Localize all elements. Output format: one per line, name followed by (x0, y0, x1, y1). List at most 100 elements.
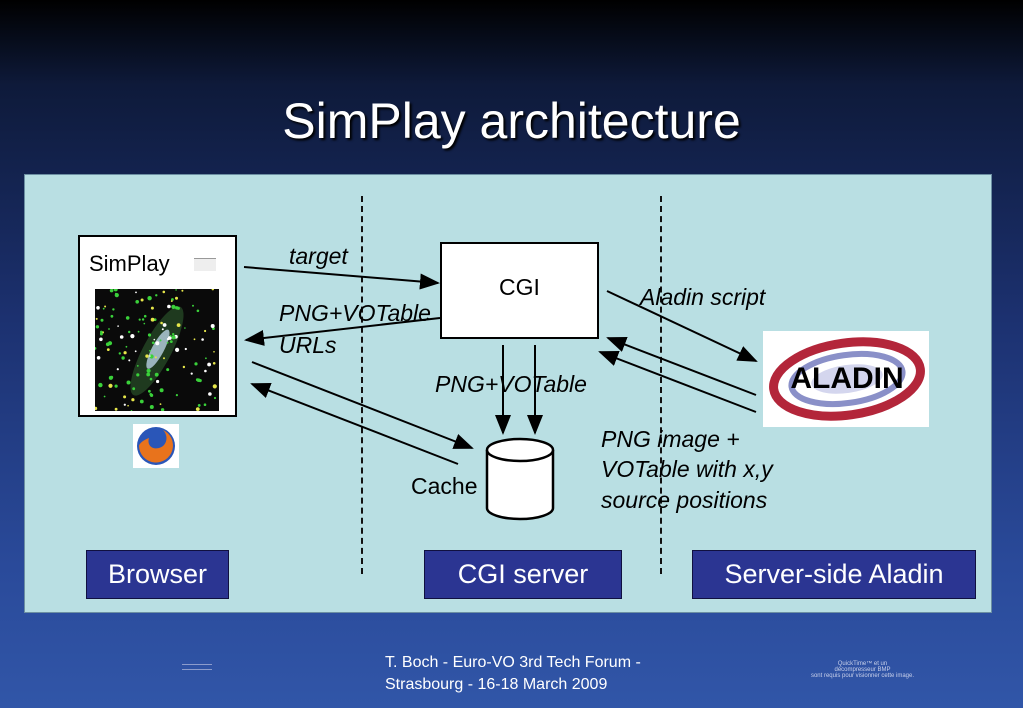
arrow-cache-to-browser (250, 383, 459, 465)
edge-label-aladin-script: Aladin script (640, 284, 766, 310)
star-dot (132, 387, 136, 391)
edge-label-png-votable-urls-2: URLs (279, 332, 337, 358)
star-dot (102, 307, 105, 310)
star-dot (201, 338, 204, 341)
star-dot (167, 336, 172, 340)
star-dot (135, 300, 139, 304)
star-dot (98, 382, 103, 388)
quicktime-note: QuickTime™ et un décompresseur BMP sont … (790, 661, 935, 679)
star-dot (115, 292, 117, 295)
star-dot (121, 356, 125, 360)
star-dot (117, 325, 119, 327)
star-dot (169, 335, 172, 337)
star-dot (136, 373, 140, 377)
star-dot (205, 357, 207, 360)
divider-right (660, 196, 662, 574)
edge-label-png-votable-urls-1: PNG+VOTable (279, 300, 431, 326)
simplay-label: SimPlay (89, 251, 170, 276)
cache-cylinder-icon (485, 437, 555, 521)
star-dot (146, 372, 151, 377)
star-dot (112, 308, 115, 311)
star-dot (95, 347, 97, 350)
star-dot (99, 332, 103, 336)
cgi-box: CGI (440, 242, 599, 339)
svg-text:ALADIN: ALADIN (790, 362, 903, 395)
star-dot (148, 389, 151, 393)
firefox-icon (133, 424, 179, 468)
galaxy-image (95, 289, 219, 411)
star-dot (171, 304, 176, 309)
star-dot (196, 378, 201, 382)
star-dot (114, 407, 118, 411)
star-dot (110, 375, 114, 379)
star-dot (109, 289, 114, 293)
star-dot (194, 362, 198, 366)
star-dot (131, 398, 135, 402)
star-dot (123, 395, 127, 399)
star-dot (166, 368, 170, 372)
quicktime-line-3: sont requis pour visionner cette image. (810, 673, 915, 679)
star-dot (181, 289, 184, 292)
arrow-cgi-to-browser (244, 317, 441, 346)
star-dot (139, 399, 144, 404)
edge-label-png-image-2: VOTable with x,y (601, 456, 773, 482)
star-dot (208, 392, 212, 396)
star-dot (210, 324, 215, 328)
star-dot (127, 404, 129, 407)
arrow-cgi-to-aladin (606, 290, 758, 362)
edge-label-png-image-1: PNG image + (601, 426, 740, 452)
star-dot (149, 355, 151, 357)
star-dot (125, 345, 128, 348)
arrow-browser-to-cgi (243, 266, 440, 290)
star-dot (108, 383, 113, 388)
star-dot (100, 330, 103, 334)
star-dot (196, 309, 200, 313)
star-dot (171, 298, 174, 301)
star-dot (95, 317, 98, 320)
star-dot (123, 351, 127, 355)
star-dot (143, 322, 146, 325)
star-dot (203, 403, 207, 406)
star-dot (175, 306, 179, 310)
star-dot (118, 352, 121, 355)
star-dot (212, 362, 216, 365)
column-label-aladin: Server-side Aladin (692, 550, 976, 599)
star-dot (136, 365, 139, 367)
star-dot (114, 384, 118, 388)
star-dot (105, 342, 110, 347)
cache-label: Cache (411, 473, 478, 499)
edge-label-png-image-3: source positions (601, 487, 768, 513)
star-dot (147, 296, 152, 301)
star-dot (169, 340, 173, 343)
star-dot (170, 300, 173, 302)
star-dot (159, 403, 162, 405)
star-dot (172, 333, 175, 336)
star-dot (100, 318, 104, 322)
star-dot (149, 377, 153, 381)
cgi-label: CGI (499, 274, 540, 300)
footer-line-2: Strasbourg - 16-18 March 2009 (385, 676, 608, 693)
star-dot (119, 335, 124, 339)
footer-line-1: T. Boch - Euro-VO 3rd Tech Forum - (385, 654, 641, 671)
footer-left-placeholder (182, 664, 212, 670)
star-dot (96, 356, 101, 360)
star-dot (155, 341, 160, 346)
star-dot (125, 316, 130, 320)
star-dot (192, 304, 194, 307)
star-dot (171, 335, 176, 340)
star-dot (150, 306, 154, 310)
star-dot (137, 330, 140, 333)
star-dot (149, 354, 154, 359)
star-dot (167, 304, 171, 309)
star-dot (162, 290, 166, 294)
star-dot (145, 354, 149, 358)
star-dot (143, 314, 147, 318)
star-dot (160, 408, 165, 411)
star-dot (116, 368, 119, 371)
star-dot (204, 329, 207, 333)
quicktime-line-2: décompresseur BMP (834, 667, 891, 673)
footer: T. Boch - Euro-VO 3rd Tech Forum - Stras… (385, 652, 641, 696)
star-dot (175, 394, 178, 397)
star-dot (204, 369, 207, 373)
